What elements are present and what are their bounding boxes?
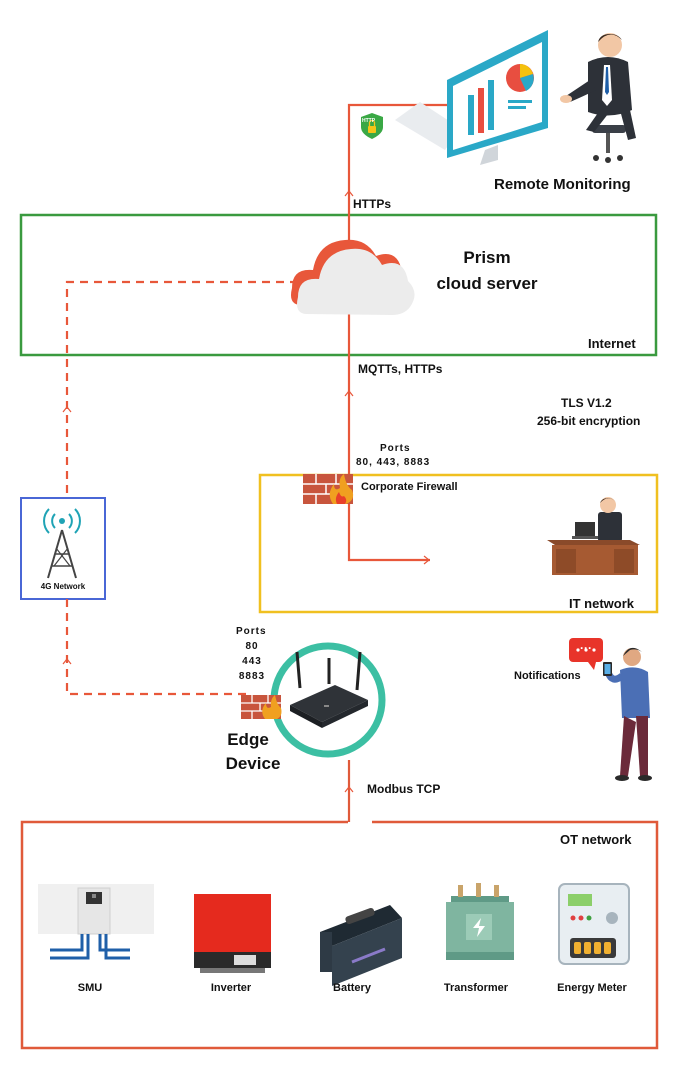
energy-meter-label: Energy Meter: [557, 982, 627, 994]
4g-network-box: [20, 497, 106, 600]
it-network-zone: [258, 473, 659, 614]
encryption-label: 256-bit encryption: [537, 414, 641, 428]
battery-label: Battery: [333, 982, 371, 994]
edge-device-icon: [270, 642, 386, 758]
ot-network-zone: [20, 820, 659, 1050]
4g-network-label: 4G Network: [40, 582, 86, 591]
https-label: HTTPs: [353, 197, 392, 211]
battery-icon: [320, 905, 402, 986]
cloud-title-line1: Prism: [463, 248, 511, 267]
it-desk-icon: [547, 497, 640, 575]
edge-firewall-icon: [241, 695, 282, 719]
firewall-ports-title: Ports: [380, 443, 411, 454]
cloud-title-line2: cloud server: [436, 274, 538, 293]
corporate-firewall-icon: [303, 474, 354, 504]
edge-port-8883: 8883: [238, 671, 266, 682]
edge-ports-title: Ports: [236, 626, 267, 637]
https-link: [347, 103, 447, 562]
modbus-label: Modbus TCP: [367, 782, 441, 796]
transformer-label: Transformer: [443, 982, 509, 994]
mqtt-label: MQTTs, HTTPs: [358, 362, 443, 376]
monitor-icon: [395, 30, 548, 165]
inverter-icon: [194, 894, 271, 973]
edge-label-line1: Edge: [227, 730, 269, 749]
http-badge-label: HTTP: [362, 118, 376, 124]
http-shield-icon: [361, 113, 383, 139]
it-network-label: IT network: [569, 596, 635, 611]
notifications-label: Notifications: [514, 670, 581, 682]
edge-label-line2: Device: [225, 754, 281, 773]
energy-meter-icon: [558, 883, 630, 965]
smu-icon: [38, 884, 154, 960]
internet-zone-label: Internet: [588, 336, 636, 351]
ot-network-label: OT network: [560, 832, 632, 847]
corporate-firewall-label: Corporate Firewall: [361, 481, 458, 493]
transformer-icon: [446, 883, 514, 960]
notification-bubble-dots: ···: [580, 641, 592, 655]
cell-tower-icon: [43, 508, 81, 579]
tls-label: TLS V1.2: [561, 396, 612, 410]
4g-link: [65, 280, 298, 696]
remote-monitoring-label: Remote Monitoring: [494, 176, 631, 193]
smu-label: SMU: [77, 982, 103, 994]
notification-person-icon: [569, 638, 652, 781]
internet-zone: [19, 213, 658, 357]
firewall-ports-values: 80, 443, 8883: [356, 457, 431, 468]
remote-user-icon: [560, 33, 636, 163]
inverter-label: Inverter: [210, 982, 252, 994]
cloud-server-icon: [291, 239, 415, 315]
edge-port-80: 80: [245, 641, 259, 652]
edge-port-443: 443: [242, 656, 262, 667]
